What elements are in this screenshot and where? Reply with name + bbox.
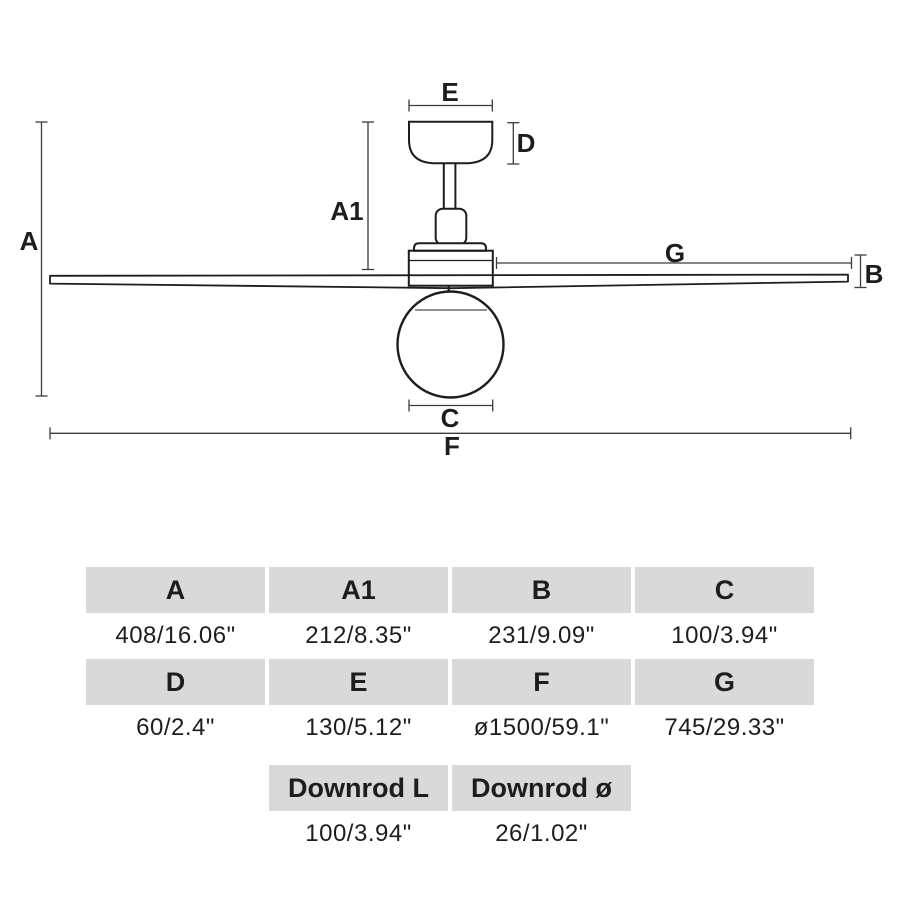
- table-value-c: 100/3.94": [635, 613, 814, 659]
- table-header-e: E: [269, 659, 448, 705]
- dimensions-table: A A1 B C 408/16.06" 212/8.35" 231/9.09" …: [86, 567, 814, 751]
- dim-label-F: F: [444, 431, 460, 461]
- dim-C: [408, 399, 494, 412]
- dim-label-E: E: [441, 77, 458, 107]
- table-value-downrod-length: 100/3.94": [269, 811, 448, 857]
- dim-label-A: A: [20, 226, 39, 256]
- canopy-outline: [408, 120, 494, 165]
- motor-coupling: [434, 207, 468, 246]
- table-header-c: C: [635, 567, 814, 613]
- table-value-e: 130/5.12": [269, 705, 448, 751]
- motor-housing: [407, 249, 494, 287]
- table-header-a1: A1: [269, 567, 448, 613]
- table-header-d: D: [86, 659, 265, 705]
- table-value-b: 231/9.09": [452, 613, 631, 659]
- dim-label-A1: A1: [330, 196, 363, 226]
- table-header-f: F: [452, 659, 631, 705]
- downrod-table: Downrod L Downrod ø 100/3.94" 26/1.02": [269, 765, 631, 857]
- dim-label-G: G: [665, 238, 685, 268]
- table-header-b: B: [452, 567, 631, 613]
- table-header-a: A: [86, 567, 265, 613]
- dim-A: [35, 121, 48, 397]
- table-value-f: ø1500/59.1": [452, 705, 631, 751]
- dim-A1: [362, 121, 374, 271]
- table-header-g: G: [635, 659, 814, 705]
- dim-label-D: D: [517, 128, 536, 158]
- motor-flange: [413, 242, 487, 252]
- table-header-downrod-length: Downrod L: [269, 765, 448, 811]
- dim-E: [408, 99, 493, 112]
- table-value-downrod-diameter: 26/1.02": [452, 811, 631, 857]
- dim-D: [507, 122, 520, 165]
- table-header-downrod-diameter: Downrod ø: [452, 765, 631, 811]
- table-value-d: 60/2.4": [86, 705, 265, 751]
- dim-label-C: C: [441, 403, 460, 433]
- fan-blade: [49, 273, 849, 290]
- dim-G: [495, 257, 853, 269]
- table-value-g: 745/29.33": [635, 705, 814, 751]
- fan-diagram: A A1 E D G: [20, 77, 884, 461]
- table-value-a: 408/16.06": [86, 613, 265, 659]
- dim-B: [854, 254, 867, 289]
- table-value-a1: 212/8.35": [269, 613, 448, 659]
- dim-F: [49, 427, 852, 440]
- dim-label-B: B: [865, 259, 884, 289]
- light-globe: [396, 290, 505, 399]
